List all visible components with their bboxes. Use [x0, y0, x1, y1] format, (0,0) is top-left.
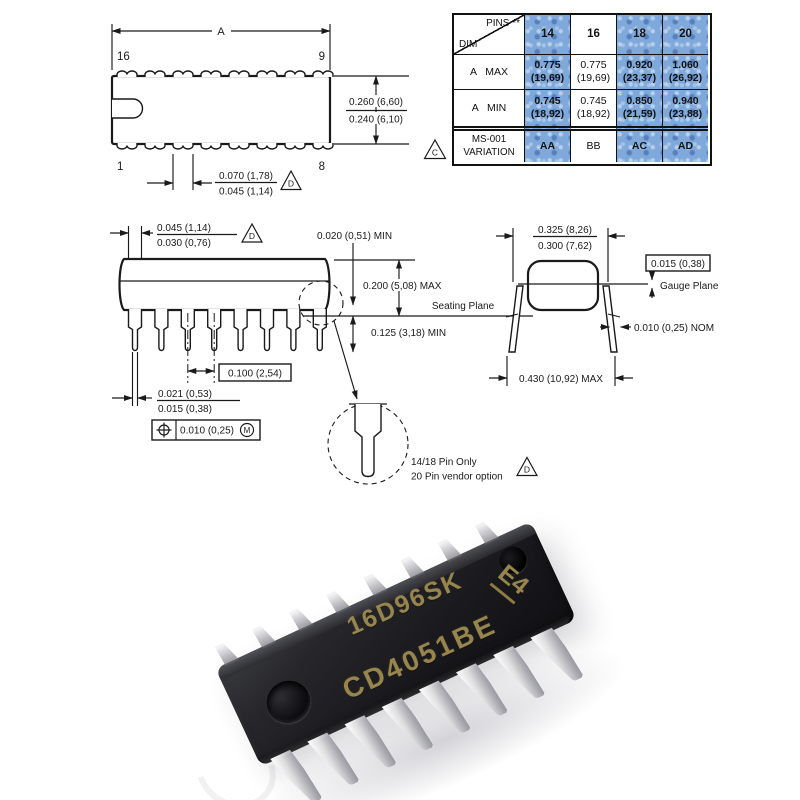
note-flag-letter: D — [249, 231, 255, 241]
table-value-cell: AC — [616, 126, 662, 162]
shoulder-width-min: 0.030 (0,76) — [157, 238, 211, 249]
overall-span-max: 0.430 (10,92) MAX — [519, 374, 603, 385]
detail-leader-arrow — [333, 320, 358, 400]
row-spacing-min: 0.300 (7,62) — [538, 241, 592, 252]
product-photo: 16D96SK E4 CD4051BE — [0, 500, 800, 800]
detail-callout-circle — [298, 280, 344, 326]
row-spacing-max: 0.325 (8,26) — [538, 225, 592, 236]
gauge-offset-box — [645, 254, 711, 272]
col-header-14: 14 — [524, 15, 570, 54]
pin1-notch — [112, 98, 144, 119]
leg-tick — [607, 313, 621, 318]
note-flag-letter: D — [288, 179, 294, 189]
corner-pins-label: PINS ** — [486, 18, 520, 29]
pitch-box — [218, 363, 292, 382]
table-value-cell: BB — [570, 126, 616, 162]
dim-a-label: A — [217, 26, 225, 38]
lead-width-max: 0.021 (0,53) — [158, 389, 212, 400]
gauge-plane-label: Gauge Plane — [660, 281, 719, 292]
mmc-modifier-letter: M — [244, 426, 251, 435]
table-value-cell: 0.850(21,59) — [616, 89, 662, 126]
table-value-cell: AD — [662, 126, 708, 162]
position-tolerance-icon — [156, 422, 172, 438]
package-height-max: 0.200 (5,08) MAX — [363, 281, 442, 292]
pitch-dim: 0.100 (2,54) — [228, 369, 282, 380]
note-flag-letter: D — [524, 465, 530, 475]
row-label-a-min: A MIN — [454, 89, 524, 126]
pin-1-label: 1 — [117, 161, 123, 173]
note-flag-triangle — [515, 456, 539, 477]
dip-top-view: A 16 9 1 8 — [110, 24, 410, 198]
lead-thickness-dim: 0.010 (0,25) NOM — [634, 323, 714, 334]
row-label-variation: MS-001 VARIATION — [454, 126, 524, 162]
bottom-pin-bumps — [116, 143, 334, 150]
note-flag-triangle — [279, 169, 303, 191]
table-value-cell: 0.920(23,37) — [616, 54, 662, 89]
col-header-16: 16 — [570, 15, 616, 54]
seating-plane-label: Seating Plane — [432, 301, 495, 312]
note-flag-triangle — [240, 222, 264, 243]
side-view-pins — [127, 309, 327, 352]
detail-pin — [354, 404, 382, 478]
pin1-dimple — [259, 673, 318, 731]
lead-detail-view: 14/18 Pin Only 20 Pin vendor option D — [327, 403, 539, 485]
dip-end-view: 0.325 (8,26) 0.300 (7,62) 0.015 (0,38) G… — [489, 225, 719, 386]
shoulder-width-max: 0.045 (1,14) — [157, 223, 211, 234]
right-leg — [602, 285, 618, 353]
table-value-cell: 0.775(19,69) — [524, 54, 570, 89]
lead-shoulder-max: 0.070 (1,78) — [219, 171, 273, 182]
package-body-outline — [526, 259, 600, 312]
top-pin-bumps — [116, 70, 334, 77]
mmc-modifier-icon: M — [239, 422, 255, 438]
table-value-cell: 0.745(18,92) — [524, 89, 570, 126]
table-value-cell: 0.775(19,69) — [570, 54, 616, 89]
table-value-cell: 0.940(23,88) — [662, 89, 708, 126]
corner-dim-label: DIM — [459, 39, 478, 50]
row-label-a-max: A MAX — [454, 54, 524, 89]
feature-control-frame: 0.010 (0,25) M — [151, 419, 261, 441]
table-value-cell: 0.745(18,92) — [570, 89, 616, 126]
detail-note-line2: 20 Pin vendor option — [411, 472, 503, 483]
table-value-cell: AA — [524, 126, 570, 162]
pins-dim-table: PINS ** DIM 14 16 18 20 A MAX 0.775(19,6… — [452, 13, 712, 166]
table-note-flag-letter: C — [432, 148, 438, 158]
body-width-max: 0.260 (6,60) — [349, 97, 403, 108]
pin-9-label: 9 — [319, 51, 325, 63]
pin-16-label: 16 — [117, 51, 130, 63]
body-width-min: 0.240 (6,10) — [349, 115, 403, 126]
table-note-flag-triangle — [423, 138, 447, 160]
lead-length-min: 0.125 (3,18) MIN — [371, 328, 446, 339]
leg-tick — [505, 313, 519, 318]
left-leg — [508, 285, 524, 353]
position-tolerance-value: 0.010 (0,25) — [180, 426, 234, 437]
table-corner-cell: PINS ** DIM — [454, 15, 524, 54]
package-body-outline — [118, 257, 331, 312]
col-header-20: 20 — [662, 15, 708, 54]
gauge-offset-dim: 0.015 (0,38) — [651, 259, 705, 270]
mechanical-drawing: A 16 9 1 8 — [110, 24, 719, 485]
dip-side-view: 0.045 (1,14) 0.030 (0,76) D 0.020 (0,51)… — [110, 222, 533, 441]
table-value-cell: 1.060(26,92) — [662, 54, 708, 89]
standoff-dim: 0.020 (0,51) MIN — [317, 231, 392, 242]
package-body-outline — [110, 74, 332, 146]
col-header-18: 18 — [616, 15, 662, 54]
detail-circle — [327, 403, 409, 485]
pin-8-label: 8 — [319, 161, 325, 173]
lead-shoulder-min: 0.045 (1,14) — [219, 187, 273, 198]
lead-width-min: 0.015 (0,38) — [158, 404, 212, 415]
detail-note-line1: 14/18 Pin Only — [411, 457, 477, 468]
